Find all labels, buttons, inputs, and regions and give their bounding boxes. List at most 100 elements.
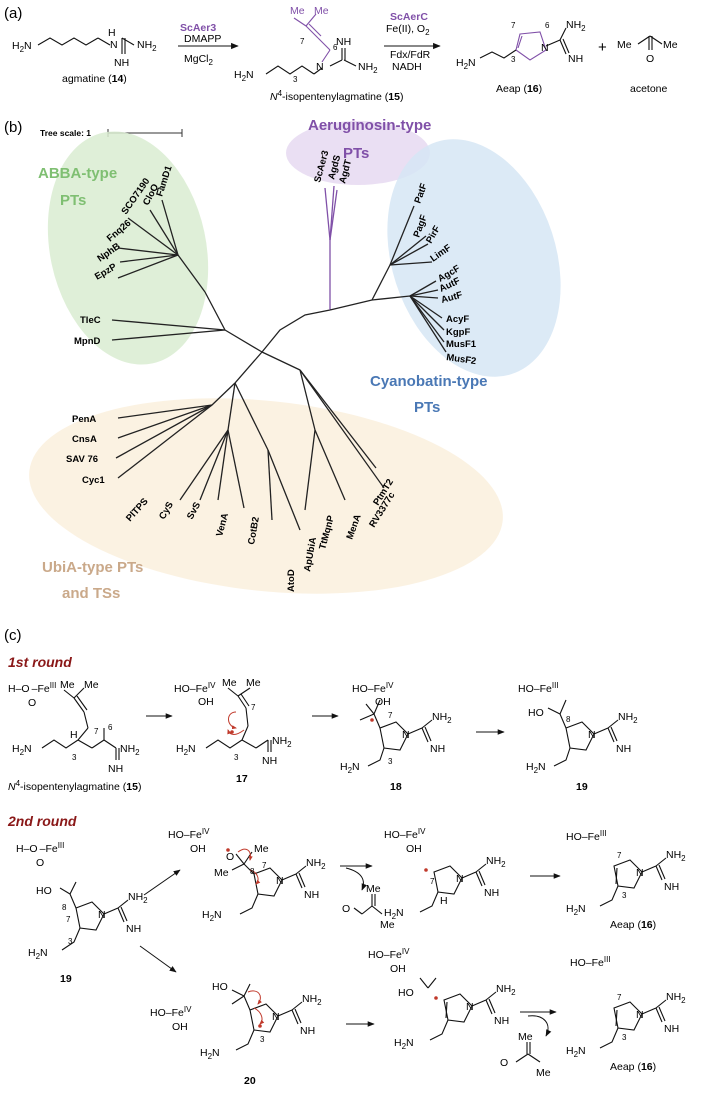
isopentenyl-me2: Me bbox=[314, 5, 329, 17]
upper-arrow-2 bbox=[249, 869, 261, 885]
acetone-lower-me: Me bbox=[518, 1031, 533, 1043]
cpd20-arrow-2 bbox=[253, 1007, 265, 1025]
agmatine-close: ) bbox=[123, 73, 127, 85]
cpd17-atom3: 3 bbox=[234, 753, 239, 762]
enzyme-scaerc: ScAerC bbox=[390, 11, 428, 23]
tip-cnsa: CnsA bbox=[72, 434, 97, 445]
feiv-5-oh: OH bbox=[172, 1021, 188, 1033]
c7-nh: NH bbox=[484, 887, 499, 899]
cpd20-nh: NH bbox=[300, 1025, 315, 1037]
upper-h2n: H2N bbox=[202, 909, 222, 923]
acetone-upper-me: Me bbox=[366, 883, 381, 895]
panel-a-label: (a) bbox=[4, 5, 22, 22]
cpd20-structure bbox=[231, 983, 303, 1051]
cpd19-r1-n: N bbox=[588, 729, 596, 741]
feiv-1-oh: OH bbox=[198, 696, 214, 708]
group-ubia-l2: and TSs bbox=[62, 585, 120, 602]
upper-intermediate-structure bbox=[231, 851, 307, 915]
tip-mpnd: MpnD bbox=[74, 336, 101, 347]
c7-atom7: 7 bbox=[430, 877, 435, 886]
cpd19-r1-ho: HO bbox=[528, 707, 544, 719]
cpd19-r1-nh: NH bbox=[616, 743, 631, 755]
tips-aeruginosin: ScAer3 AgdS AgdT bbox=[312, 149, 354, 184]
aeap-lower-nh2: NH2 bbox=[666, 991, 686, 1005]
cpd20-atom3: 3 bbox=[260, 1035, 265, 1044]
cpd15-nh2: NH2 bbox=[120, 743, 140, 757]
agmatine-n: N bbox=[110, 39, 118, 51]
group-abba-l1: ABBA-type bbox=[38, 165, 117, 182]
cpd20-nh2: NH2 bbox=[302, 993, 322, 1007]
aeap-atom-6: 6 bbox=[545, 21, 550, 30]
cpd17-radical bbox=[230, 730, 234, 734]
acetone-lower bbox=[515, 1042, 541, 1063]
cpd18-label: 18 bbox=[390, 781, 402, 793]
cpd15-me1: Me bbox=[60, 679, 75, 691]
lower-h2n: H2N bbox=[394, 1037, 414, 1051]
cpd19-r1-atom8: 8 bbox=[566, 715, 571, 724]
round1-title: 1st round bbox=[8, 654, 72, 670]
cofactor-dmapp: DMAPP bbox=[184, 33, 221, 45]
ubia-cluster bbox=[29, 398, 503, 594]
aeap-h2n: H2N bbox=[456, 57, 476, 71]
agmatine-num: 14 bbox=[112, 73, 124, 85]
cofactor-fe-o2: Fe(II), O2 bbox=[386, 23, 430, 37]
cofactor-fdx: Fdx/FdR bbox=[390, 49, 431, 61]
aeap-lower-h2n: H2N bbox=[566, 1045, 586, 1059]
panel-b: (b) Tree scale: 1 bbox=[4, 117, 561, 602]
upper-nh: NH bbox=[304, 889, 319, 901]
feiii-oxo-1: H–O–FeIII bbox=[8, 681, 56, 695]
atom-6: 6 bbox=[333, 43, 338, 52]
enzyme-scaer3: ScAer3 bbox=[180, 22, 216, 34]
aeap-structure bbox=[479, 27, 570, 61]
cpd19-r2-h2n: H2N bbox=[28, 947, 48, 961]
panel-c: (c) 1st round H–O–FeIII O HO–FeIV OH HO–… bbox=[4, 627, 686, 1087]
feiii-3: HO–FeIII bbox=[570, 955, 611, 969]
c7-h2n: H2N bbox=[384, 907, 404, 921]
tip-cotb2: CotB2 bbox=[246, 516, 262, 545]
group-abba-l2: PTs bbox=[60, 192, 86, 209]
cpd18-atom7: 7 bbox=[388, 711, 393, 720]
group-cyano-l2: PTs bbox=[414, 399, 440, 416]
cofactor-mgcl2: MgCl2 bbox=[184, 53, 214, 67]
aeap-lower-atom7: 7 bbox=[617, 993, 622, 1002]
cpd18-nh2: NH2 bbox=[432, 711, 452, 725]
agmatine-h2n: H2N bbox=[12, 40, 32, 54]
cpd19-r2-atom8: 8 bbox=[62, 903, 67, 912]
cpd17-arrow-1 bbox=[228, 711, 237, 730]
agmatine-nh-imine: NH bbox=[114, 57, 129, 69]
acetone-upper-me2: Me bbox=[380, 919, 395, 931]
cpd15-h2n: H2N bbox=[12, 743, 32, 757]
cofactor-nadh: NADH bbox=[392, 61, 422, 73]
cpd15-label: N4-isopentenylagmatine (15) bbox=[8, 779, 141, 793]
cpd20-label: 20 bbox=[244, 1075, 256, 1087]
aeap-upper-structure bbox=[599, 857, 667, 907]
cpd19-r2-atom3: 3 bbox=[68, 937, 73, 946]
feiv-2: HO–FeIV bbox=[352, 681, 394, 695]
tip-sav76: SAV 76 bbox=[66, 454, 98, 465]
panel-b-label: (b) bbox=[4, 119, 22, 136]
cpd18-n: N bbox=[402, 729, 410, 741]
cpd20-ho: HO bbox=[212, 981, 228, 993]
acetone-upper bbox=[353, 894, 383, 915]
feiv-4: HO–FeIV bbox=[384, 827, 426, 841]
upper-o: O bbox=[226, 851, 234, 863]
cpd19-r1-h2n: H2N bbox=[526, 761, 546, 775]
aeap-lower-n: N bbox=[636, 1009, 644, 1021]
cpd19-r2-label: 19 bbox=[60, 973, 72, 985]
tree-scale-label: Tree scale: 1 bbox=[40, 128, 91, 138]
cpd17-arrow-2 bbox=[227, 729, 245, 735]
cpd20-radical bbox=[258, 1024, 262, 1028]
acetone-o: O bbox=[646, 53, 654, 65]
cpd17-nh: NH bbox=[262, 755, 277, 767]
prod15-label: N4-isopentenylagmatine (15) bbox=[270, 89, 403, 103]
c7-radical-dot bbox=[424, 868, 428, 872]
feiv-5: HO–FeIV bbox=[150, 1005, 192, 1019]
tip-tlec: TleC bbox=[80, 315, 101, 326]
cpd17-h2n: H2N bbox=[176, 743, 196, 757]
lower-nh2: NH2 bbox=[496, 983, 516, 997]
tip-atod: AtoD bbox=[286, 569, 297, 592]
aeap-nh: NH bbox=[568, 53, 583, 65]
lower-ho: HO bbox=[398, 987, 414, 999]
feiv-1: HO–FeIV bbox=[174, 681, 216, 695]
panel-c-label: (c) bbox=[4, 627, 22, 644]
